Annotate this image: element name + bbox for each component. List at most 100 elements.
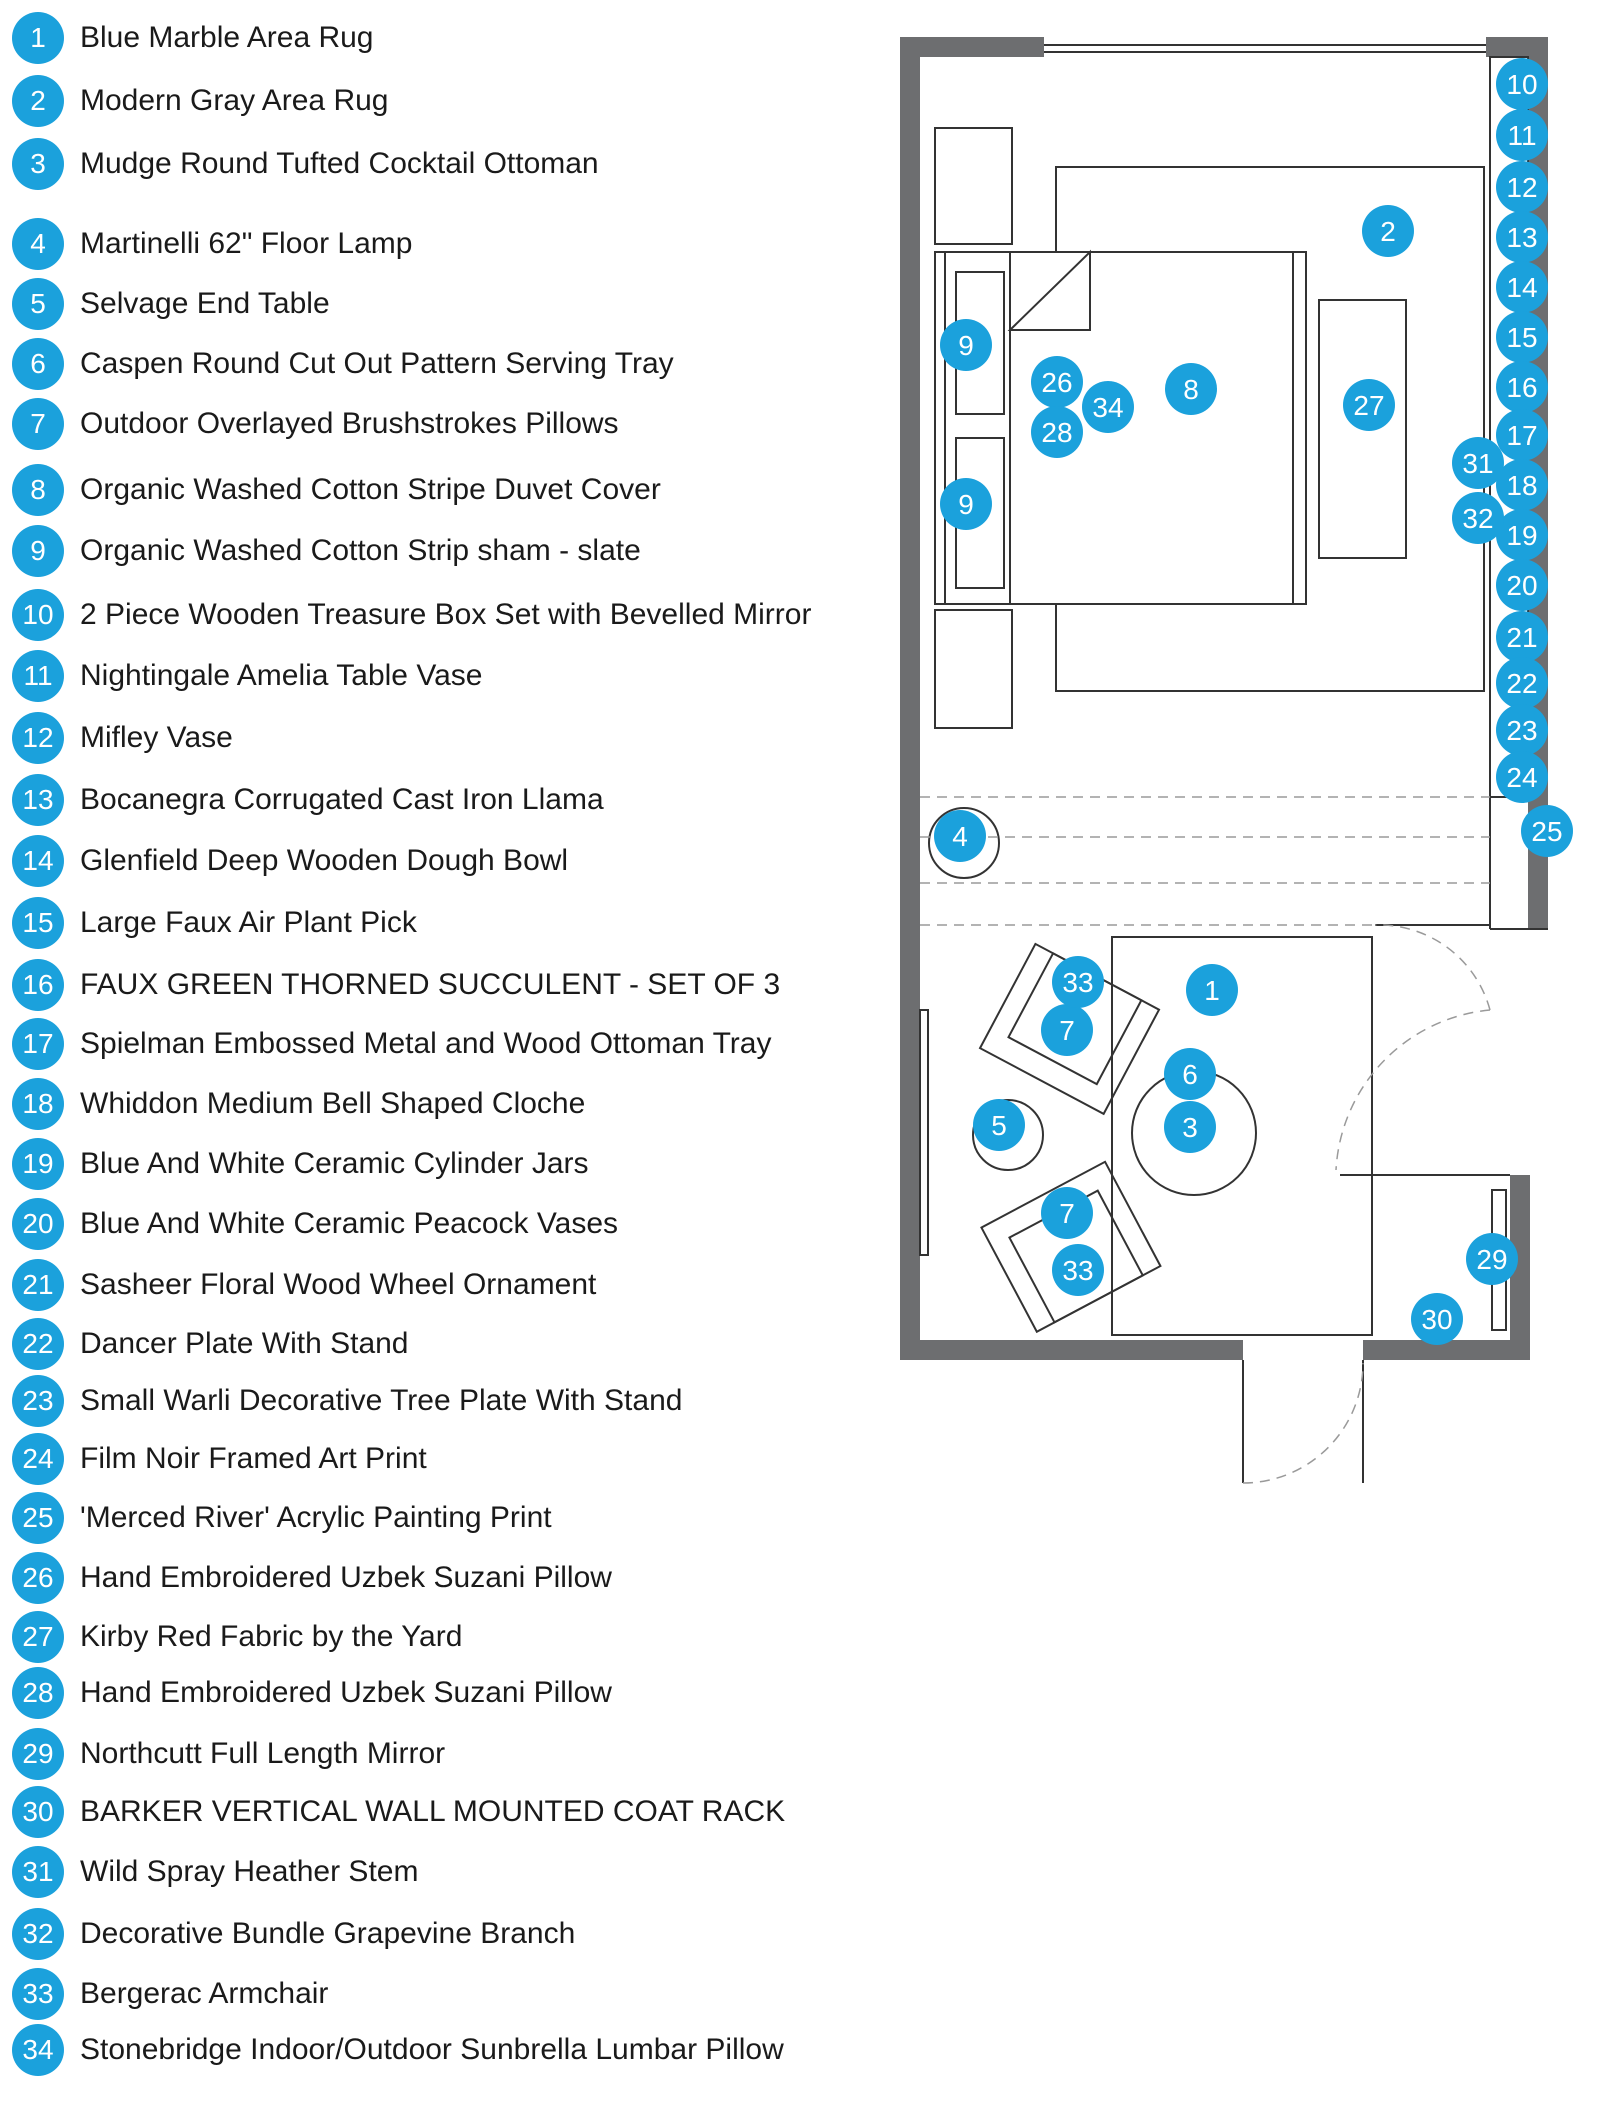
legend-label: Organic Washed Cotton Strip sham - slate <box>80 534 641 567</box>
plan-marker-label: 32 <box>1462 503 1493 534</box>
plan-marker-label: 20 <box>1506 570 1537 601</box>
legend-item: 31 Wild Spray Heather Stem <box>12 1844 418 1900</box>
plan-marker <box>1496 409 1548 461</box>
legend-number-badge: 31 <box>12 1846 64 1898</box>
plan-marker-label: 16 <box>1506 372 1537 403</box>
dashed-lines <box>920 796 1491 1484</box>
legend-number-badge: 7 <box>12 398 64 450</box>
sheet-fold <box>1007 249 1091 331</box>
legend-label: Sasheer Floral Wood Wheel Ornament <box>80 1268 597 1301</box>
plan-marker <box>1496 211 1548 263</box>
legend-number-badge: 19 <box>12 1138 64 1190</box>
legend-number-badge: 18 <box>12 1078 64 1130</box>
legend-number-badge: 17 <box>12 1018 64 1070</box>
plan-marker-label: 3 <box>1182 1112 1198 1143</box>
plan-marker-label: 31 <box>1462 448 1493 479</box>
plan-marker <box>1031 356 1083 408</box>
legend-label: Decorative Bundle Grapevine Branch <box>80 1917 576 1950</box>
legend-label: Kirby Red Fabric by the Yard <box>80 1620 463 1653</box>
legend-label: FAUX GREEN THORNED SUCCULENT - SET OF 3 <box>80 968 781 1001</box>
end-table <box>972 1099 1044 1171</box>
plan-marker <box>1041 1004 1093 1056</box>
plan-marker <box>1411 1293 1463 1345</box>
legend-number-badge: 11 <box>12 650 64 702</box>
legend-label: Wild Spray Heather Stem <box>80 1855 419 1888</box>
plan-marker <box>1496 459 1548 511</box>
legend-label: Spielman Embossed Metal and Wood Ottoman… <box>80 1027 772 1060</box>
plan-marker <box>1164 1048 1216 1100</box>
plan-marker-label: 33 <box>1062 967 1093 998</box>
legend-label: Dancer Plate With Stand <box>80 1327 409 1360</box>
legend-label: Blue And White Ceramic Peacock Vases <box>80 1207 619 1240</box>
plan-marker <box>1052 1244 1104 1296</box>
legend-number-badge: 21 <box>12 1259 64 1311</box>
legend-label: Outdoor Overlayed Brushstrokes Pillows <box>80 407 619 440</box>
legend-label: 2 Piece Wooden Treasure Box Set with Bev… <box>80 598 812 631</box>
plan-marker <box>1165 363 1217 415</box>
plan-marker-label: 7 <box>1059 1015 1075 1046</box>
plan-marker-label: 1 <box>1204 975 1220 1006</box>
plan-marker <box>1496 311 1548 363</box>
legend-label: Selvage End Table <box>80 287 330 320</box>
closet-door-swing <box>1374 924 1491 1011</box>
legend-number-badge: 15 <box>12 897 64 949</box>
plan-marker-label: 14 <box>1506 272 1537 303</box>
nightstand-bottom <box>934 609 1013 729</box>
legend-label: Modern Gray Area Rug <box>80 84 389 117</box>
legend-label: 'Merced River' Acrylic Painting Print <box>80 1501 552 1534</box>
plan-marker-label: 19 <box>1506 520 1537 551</box>
legend-number-badge: 10 <box>12 589 64 641</box>
plan-marker <box>1452 437 1504 489</box>
plan-marker-label: 24 <box>1506 762 1537 793</box>
plan-marker <box>1521 805 1573 857</box>
plan-marker <box>1496 611 1548 663</box>
plan-marker-label: 12 <box>1506 172 1537 203</box>
plan-marker-label: 23 <box>1506 715 1537 746</box>
legend-number-badge: 34 <box>12 2024 64 2076</box>
legend-number-badge: 27 <box>12 1611 64 1663</box>
plan-marker <box>1496 509 1548 561</box>
legend-label: Nightingale Amelia Table Vase <box>80 659 483 692</box>
legend-label: Small Warli Decorative Tree Plate With S… <box>80 1384 683 1417</box>
plan-marker <box>1496 559 1548 611</box>
plan-marker <box>1496 361 1548 413</box>
legend-label: Northcutt Full Length Mirror <box>80 1737 446 1770</box>
legend-label: Stonebridge Indoor/Outdoor Sunbrella Lum… <box>80 2033 784 2066</box>
plan-marker <box>1496 657 1548 709</box>
plan-lines <box>919 44 1548 1483</box>
legend-number-badge: 24 <box>12 1433 64 1485</box>
plan-marker-label: 9 <box>958 330 974 361</box>
plan-marker <box>1041 1187 1093 1239</box>
entry-door-swing <box>1242 1362 1364 1484</box>
legend-label: Mifley Vase <box>80 721 233 754</box>
legend-number-badge: 20 <box>12 1198 64 1250</box>
plan-marker-label: 9 <box>958 489 974 520</box>
plan-marker <box>973 1099 1025 1151</box>
legend-item: 10 2 Piece Wooden Treasure Box Set with B… <box>12 587 811 643</box>
nightstand-top <box>934 127 1013 245</box>
legend-number-badge: 32 <box>12 1908 64 1960</box>
wall-right-lower <box>1510 1175 1530 1360</box>
plan-marker <box>1496 261 1548 313</box>
plan-marker-label: 27 <box>1353 390 1384 421</box>
legend-item: 34 Stonebridge Indoor/Outdoor Sunbrella L… <box>12 2022 784 2078</box>
wall-bottom-left <box>900 1340 1243 1360</box>
legend-number-badge: 4 <box>12 218 64 270</box>
legend-label: Bocanegra Corrugated Cast Iron Llama <box>80 783 604 816</box>
legend-number-badge: 25 <box>12 1492 64 1544</box>
